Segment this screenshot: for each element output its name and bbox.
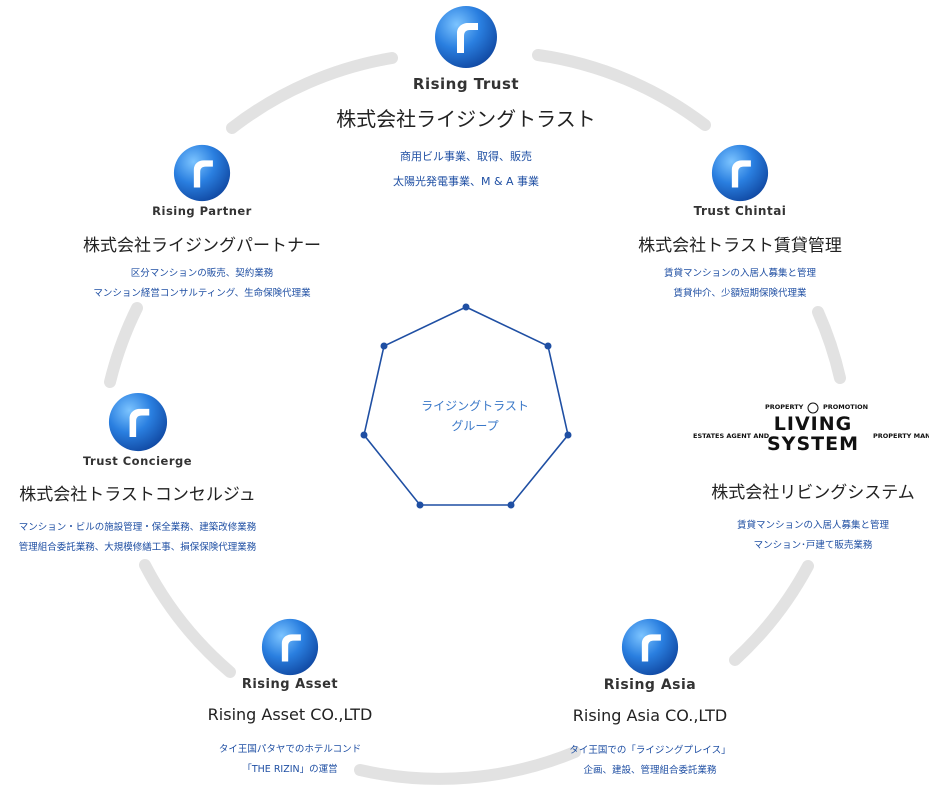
logo-text-estates-agent: ESTATES AGENT AND	[693, 432, 770, 440]
heptagon-vertex	[544, 342, 552, 350]
company-desc-line2: 賃貸仲介、少額短期保険代理業	[673, 288, 807, 299]
ring-segment	[104, 302, 143, 388]
heptagon-vertex	[462, 303, 470, 311]
node-living-system[interactable]: PROPERTY PROMOTION ESTATES AGENT AND PRO…	[688, 402, 929, 551]
ring-segment	[354, 746, 581, 785]
heptagon-vertices	[360, 303, 572, 509]
company-desc-line2: 太陽光発電事業、M & A 事業	[392, 175, 540, 188]
living-system-logo: PROPERTY PROMOTION ESTATES AGENT AND PRO…	[693, 402, 929, 458]
company-desc-line1: 商用ビル事業、取得、販売	[400, 150, 532, 163]
company-name: 株式会社ライジングパートナー	[83, 236, 321, 256]
node-rising-partner[interactable]: Rising Partner 株式会社ライジングパートナー 区分マンションの販売…	[52, 144, 352, 299]
ring-segment	[729, 560, 814, 666]
company-name: Rising Asia CO.,LTD	[572, 706, 728, 725]
company-name: 株式会社リビングシステム	[711, 483, 915, 503]
company-name: Rising Asset CO.,LTD	[207, 705, 373, 724]
rising-partner-logo-icon	[173, 144, 231, 202]
brand-name: Rising Asia	[603, 677, 697, 693]
rising-trust-logo-icon	[435, 6, 497, 68]
brand-name: Rising Partner	[152, 204, 252, 218]
logo-text-property: PROPERTY	[765, 403, 804, 411]
logo-word-living: LIVING	[773, 413, 853, 435]
company-name: 株式会社トラスト賃貸管理	[638, 236, 842, 256]
company-desc-line1: 区分マンションの販売、契約業務	[130, 268, 274, 279]
company-desc-line1: タイ王国パタヤでのホテルコンド	[218, 744, 362, 755]
center-label-line2: グループ	[451, 419, 499, 433]
rising-asia-logo-icon	[621, 618, 679, 676]
heptagon-vertex	[360, 431, 368, 439]
heptagon-vertex	[564, 431, 572, 439]
heptagon-vertex	[380, 342, 388, 350]
logo-word-system: SYSTEM	[767, 433, 859, 455]
ring-segment	[812, 306, 846, 384]
heptagon-vertex	[416, 501, 424, 509]
brand-name: Rising Asset	[241, 677, 339, 692]
company-desc-line2: マンション経営コンサルティング、生命保険代理業	[93, 288, 311, 299]
node-trust-concierge[interactable]: Trust Concierge 株式会社トラストコンセルジュ マンション・ビルの…	[0, 392, 275, 553]
logo-text-property-maneger: PROPERTY MANEGER	[873, 432, 929, 440]
logo-circle-icon	[807, 402, 819, 414]
company-desc-line1: タイ王国での「ライジングプレイス」	[569, 745, 731, 756]
brand-name: Trust Concierge	[82, 454, 193, 468]
company-name: 株式会社ライジングトラスト	[336, 107, 596, 131]
brand-name: Trust Chintai	[693, 204, 787, 218]
node-rising-asset[interactable]: Rising Asset Rising Asset CO.,LTD タイ王国パタ…	[155, 618, 425, 775]
company-desc-line1: マンション・ビルの施設管理・保全業務、建築改修業務	[18, 522, 257, 533]
center-heptagon	[363, 306, 569, 506]
company-desc-line2: 企画、建設、管理組合委託業務	[583, 765, 717, 776]
company-desc-line2: マンション･戸建て販売業務	[753, 540, 873, 551]
company-desc-line2: 管理組合委託業務、大規模修繕工事、損保保険代理業務	[18, 542, 257, 553]
ring-segment	[226, 52, 398, 134]
company-desc-line1: 賃貸マンションの入居人募集と管理	[663, 268, 816, 279]
company-name: 株式会社トラストコンセルジュ	[19, 485, 256, 505]
rising-asset-logo-icon	[261, 618, 319, 676]
brand-name: Rising Trust	[412, 75, 520, 93]
node-trust-chintai[interactable]: Trust Chintai 株式会社トラスト賃貸管理 賃貸マンションの入居人募集…	[590, 144, 890, 299]
node-rising-trust[interactable]: Rising Trust 株式会社ライジングトラスト 商用ビル事業、取得、販売 …	[266, 5, 666, 189]
ring-segment	[532, 49, 711, 131]
ring-segment	[139, 559, 236, 678]
heptagon-vertex	[507, 501, 515, 509]
company-desc-line2: 「THE RIZIN」の運営	[242, 764, 338, 775]
trust-chintai-logo-icon	[711, 144, 769, 202]
logo-text-promotion: PROMOTION	[823, 403, 869, 411]
center-label: ライジングトラスト グループ	[380, 396, 570, 436]
trust-concierge-logo-icon	[108, 392, 167, 452]
center-label-line1: ライジングトラスト	[421, 399, 529, 413]
node-rising-asia[interactable]: Rising Asia Rising Asia CO.,LTD タイ王国での「ラ…	[515, 618, 785, 776]
company-desc-line1: 賃貸マンションの入居人募集と管理	[736, 520, 889, 531]
outer-ring	[104, 49, 846, 785]
